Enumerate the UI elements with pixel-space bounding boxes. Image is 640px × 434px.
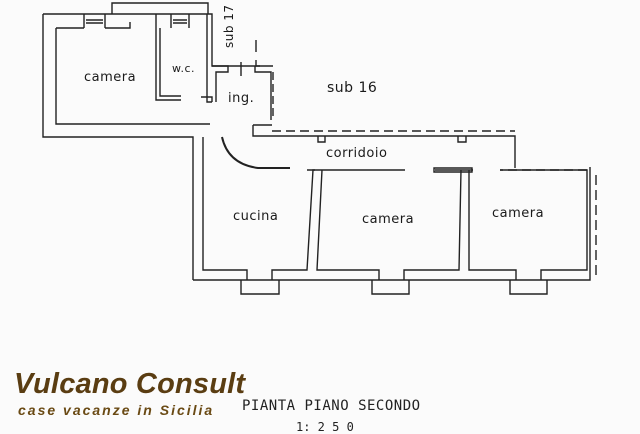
room-label-cucina: cucina <box>233 209 279 224</box>
room-label-ing: ing. <box>228 91 255 106</box>
room-label-camera-1: camera <box>84 70 137 85</box>
watermark-brand: Vulcano Consult <box>14 368 246 400</box>
plan-scale: 1: 2 5 0 <box>296 420 354 434</box>
room-label-corridoio: corridoio <box>326 146 388 161</box>
annotation-sub-16: sub 16 <box>327 80 378 96</box>
room-label-camera-3: camera <box>492 206 545 221</box>
room-label-wc: w.c. <box>172 62 196 75</box>
watermark-tagline: case vacanze in Sicilia <box>18 402 215 418</box>
annotation-sub-17: sub 17 <box>222 4 236 48</box>
plan-title: PIANTA PIANO SECONDO <box>242 398 421 414</box>
room-label-camera-2: camera <box>362 212 415 227</box>
